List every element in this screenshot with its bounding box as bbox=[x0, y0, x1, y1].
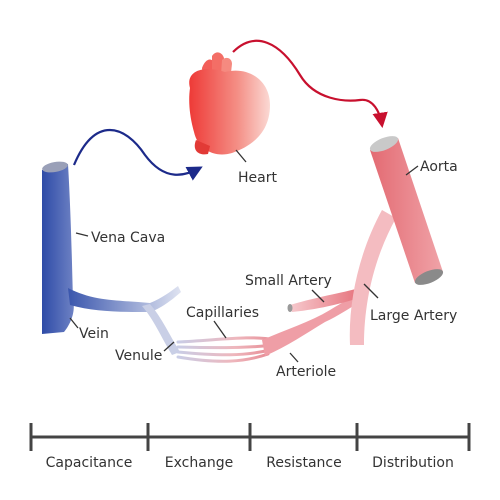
small-artery-leader bbox=[311, 289, 325, 303]
scale-label-distribution: Distribution bbox=[372, 455, 454, 471]
arteriole-vessel bbox=[262, 295, 360, 356]
vena-cava-label: Vena Cava bbox=[91, 230, 165, 246]
small-artery-vessel bbox=[290, 287, 364, 312]
vein-leader bbox=[69, 317, 79, 329]
large-artery-leader bbox=[363, 283, 379, 299]
leader-lines bbox=[69, 149, 419, 363]
aorta-vessel bbox=[369, 136, 444, 285]
vein-vessel bbox=[68, 286, 181, 355]
large-artery-vessel bbox=[349, 210, 396, 345]
aorta-leader bbox=[405, 165, 419, 176]
capillaries-label: Capillaries bbox=[186, 305, 259, 321]
vein-label: Vein bbox=[79, 326, 109, 342]
capillaries-leader bbox=[213, 320, 227, 339]
small-artery-opening bbox=[287, 304, 293, 312]
venule-label: Venule bbox=[115, 348, 162, 364]
heart-label: Heart bbox=[238, 170, 277, 186]
arteriole-label: Arteriole bbox=[276, 364, 336, 380]
scale-label-capacitance: Capacitance bbox=[46, 455, 133, 471]
aorta-label: Aorta bbox=[420, 159, 458, 175]
small-artery-label: Small Artery bbox=[245, 273, 332, 289]
vena-cava-vessel bbox=[42, 161, 74, 334]
capillaries-vessels bbox=[176, 336, 277, 363]
arteriole-leader bbox=[289, 352, 299, 363]
large-artery-label: Large Artery bbox=[370, 308, 457, 324]
venous-return-arrow bbox=[72, 128, 203, 181]
vena-cava-leader bbox=[75, 232, 89, 237]
heart-leader bbox=[235, 149, 247, 163]
heart-illustration bbox=[189, 52, 270, 155]
scale-label-exchange: Exchange bbox=[165, 455, 233, 471]
arterial-flow-arrow bbox=[232, 39, 388, 129]
scale-label-resistance: Resistance bbox=[266, 455, 341, 471]
venule-leader bbox=[163, 341, 175, 352]
function-scale bbox=[29, 423, 471, 451]
